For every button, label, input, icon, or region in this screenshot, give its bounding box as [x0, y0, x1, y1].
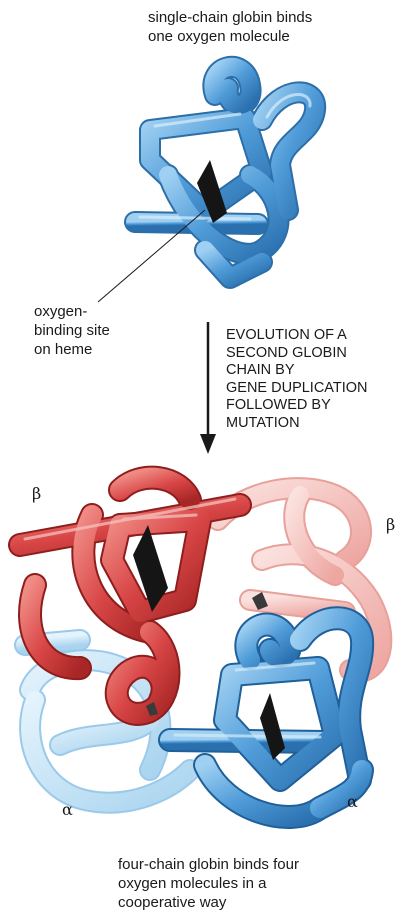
beta-label-left: β — [32, 484, 41, 503]
caption-line: cooperative way — [118, 893, 378, 912]
caption-line: CHAIN BY — [226, 362, 404, 380]
alpha-label-left: α — [62, 800, 73, 819]
caption-line: EVOLUTION OF A — [226, 327, 404, 345]
evolution-arrow — [200, 322, 216, 454]
bottom-caption: four-chain globin binds four oxygen mole… — [118, 855, 378, 912]
oxygen-binding-site-label: oxygen- binding site on heme — [34, 302, 154, 359]
caption-line: oxygen- — [34, 302, 154, 321]
caption-line: single-chain globin binds — [148, 8, 398, 27]
caption-line: SECOND GLOBIN — [226, 345, 404, 363]
caption-line: GENE DUPLICATION — [226, 380, 404, 398]
caption-line: one oxygen molecule — [148, 27, 398, 46]
beta-label-right: β — [386, 515, 395, 534]
evolution-label: EVOLUTION OF A SECOND GLOBIN CHAIN BY GE… — [226, 327, 404, 433]
caption-line: oxygen molecules in a — [118, 874, 378, 893]
top-caption: single-chain globin binds one oxygen mol… — [148, 8, 398, 46]
four-chain-globin — [20, 478, 381, 817]
caption-line: binding site — [34, 321, 154, 340]
caption-line: MUTATION — [226, 415, 404, 433]
caption-line: FOLLOWED BY — [226, 397, 404, 415]
caption-line: four-chain globin binds four — [118, 855, 378, 874]
alpha-label-right: α — [347, 792, 358, 811]
caption-line: on heme — [34, 340, 154, 359]
